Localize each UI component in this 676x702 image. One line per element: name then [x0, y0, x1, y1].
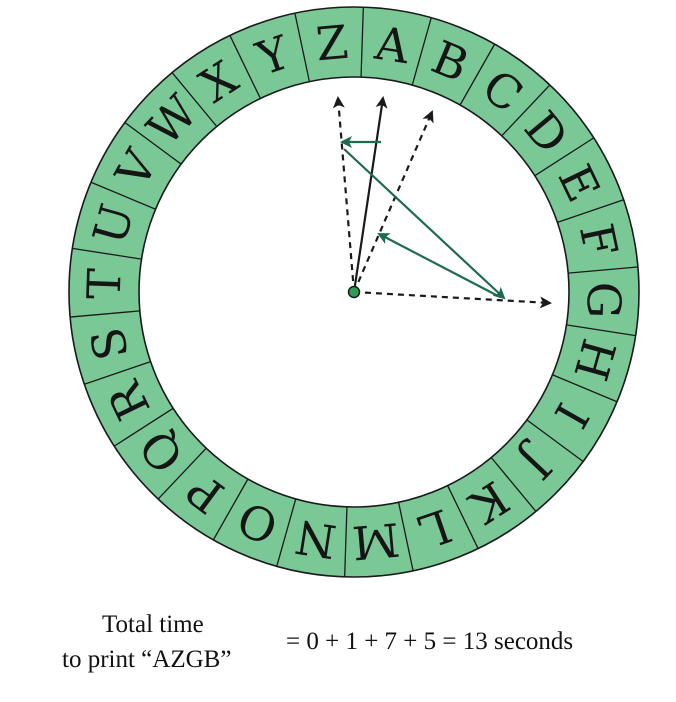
- ring-divider: [411, 17, 432, 86]
- wheel-hub: [347, 285, 361, 299]
- ring-divider: [171, 72, 218, 127]
- letter-t: T: [77, 267, 132, 300]
- ring-divider: [212, 478, 249, 541]
- ring-divider: [501, 84, 551, 137]
- letter-g: G: [576, 281, 631, 319]
- ring-band: [69, 7, 639, 577]
- ring-divider: [360, 7, 364, 78]
- green-arrow-z-to-g: [343, 148, 506, 300]
- ring-divider: [526, 419, 584, 463]
- ring-divider: [229, 35, 261, 99]
- ring-divider: [276, 498, 297, 567]
- green-arrow-g-to-b: [377, 233, 501, 298]
- ring-divider: [490, 457, 537, 512]
- dashed-arrow-to-g: [353, 290, 552, 309]
- ring-divider: [459, 43, 496, 106]
- caption-total-time: Total time: [102, 611, 204, 638]
- ring-divider: [397, 502, 414, 571]
- letter-z: Z: [314, 15, 351, 72]
- ring-divider: [70, 310, 140, 318]
- ring-divider: [447, 485, 479, 549]
- letter-n: N: [292, 509, 340, 569]
- caption-equation: = 0 + 1 + 7 + 5 = 13 seconds: [286, 628, 574, 655]
- ring-divider: [90, 181, 156, 210]
- arrow-to-a: [352, 96, 388, 293]
- dashed-arrow-to-z: [332, 96, 356, 293]
- ring-divider: [344, 506, 348, 577]
- dashed-arrow-to-b: [352, 110, 434, 293]
- ring-outer-border: [68, 6, 640, 578]
- letter-m: M: [350, 512, 402, 570]
- ring-divider: [552, 374, 618, 403]
- rotation-arrows: [332, 96, 552, 309]
- ring-inner-border: [138, 76, 570, 508]
- ring-divider: [84, 360, 151, 385]
- caption-to-print: to print “AZGB”: [62, 646, 232, 673]
- ring-divider: [566, 324, 636, 337]
- ring-divider: [294, 13, 311, 82]
- ring-divider: [124, 121, 182, 165]
- ring-divider: [113, 407, 174, 447]
- ring-divider: [534, 137, 595, 177]
- ring-divider: [72, 247, 142, 260]
- ring-divider: [557, 199, 624, 224]
- ring-divider: [568, 266, 638, 274]
- ring-divider: [157, 447, 207, 500]
